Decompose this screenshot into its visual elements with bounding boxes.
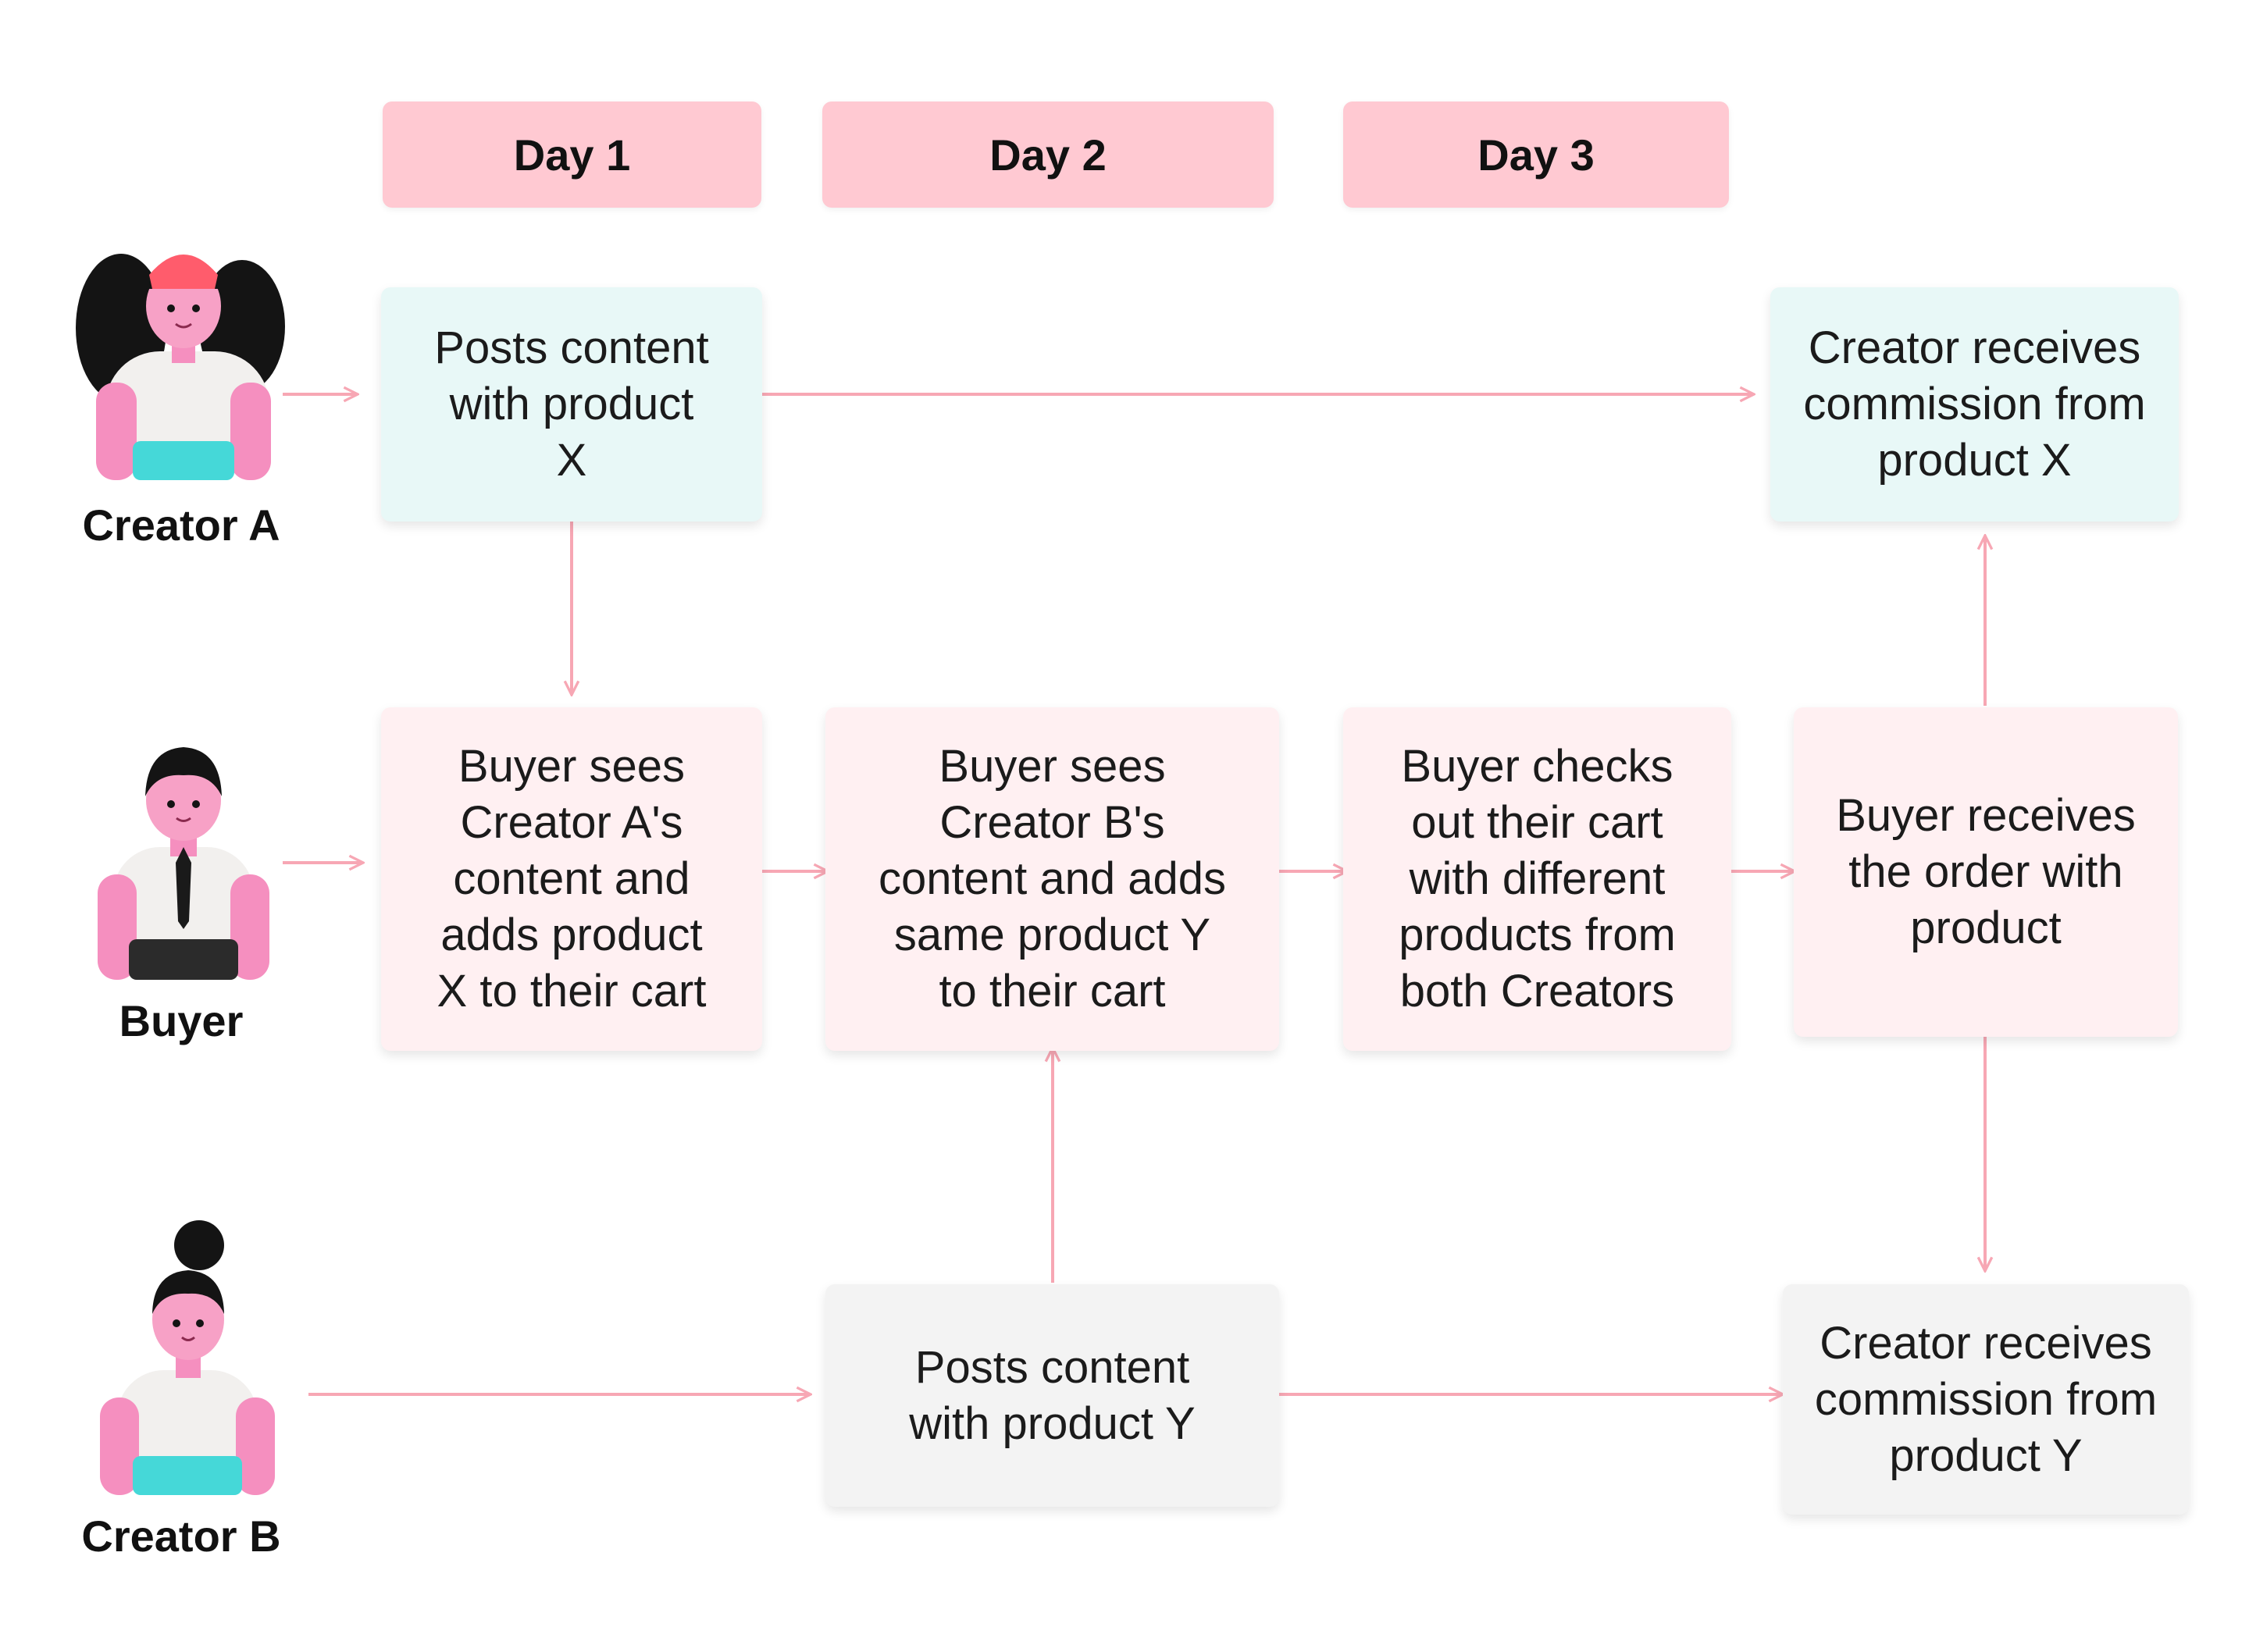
creator-a-posts-box: Posts content with product X [381, 287, 762, 522]
buyer-sees-b-text: Buyer sees Creator B's content and adds … [878, 741, 1227, 1016]
creator-b-label: Creator B [81, 1511, 281, 1561]
buyer-checkout-box: Buyer checks out their cart with differe… [1343, 707, 1731, 1051]
buyer-label: Buyer [119, 996, 244, 1045]
creator-b-avatar [100, 1220, 275, 1495]
buyer-avatar [98, 747, 269, 980]
creator-a-commission-text: Creator receives commission from product… [1803, 322, 2146, 486]
day-2-header: Day 2 [822, 101, 1274, 208]
day-3-header: Day 3 [1343, 101, 1729, 208]
buyer-sees-b-box: Buyer sees Creator B's content and adds … [825, 707, 1279, 1051]
buyer-receives-text: Buyer receives the order with product [1836, 790, 2136, 953]
creator-a-avatar [76, 254, 285, 480]
creator-a-posts-text: Posts content with product X [434, 322, 709, 486]
buyer-sees-a-text: Buyer sees Creator A's content and adds … [437, 741, 707, 1016]
creator-b-posts-text: Posts content with product Y [909, 1341, 1196, 1449]
buyer-sees-a-box: Buyer sees Creator A's content and adds … [381, 707, 762, 1051]
creator-a-label: Creator A [82, 500, 280, 550]
buyer-receives-box: Buyer receives the order with product [1794, 707, 2178, 1037]
creator-a-commission-box: Creator receives commission from product… [1770, 287, 2179, 522]
creator-b-commission-box: Creator receives commission from product… [1783, 1284, 2189, 1515]
creator-b-posts-box: Posts content with product Y [825, 1284, 1279, 1507]
buyer-checkout-text: Buyer checks out their cart with differe… [1399, 741, 1676, 1016]
day-1-header: Day 1 [383, 101, 761, 208]
creator-b-commission-text: Creator receives commission from product… [1814, 1317, 2158, 1481]
